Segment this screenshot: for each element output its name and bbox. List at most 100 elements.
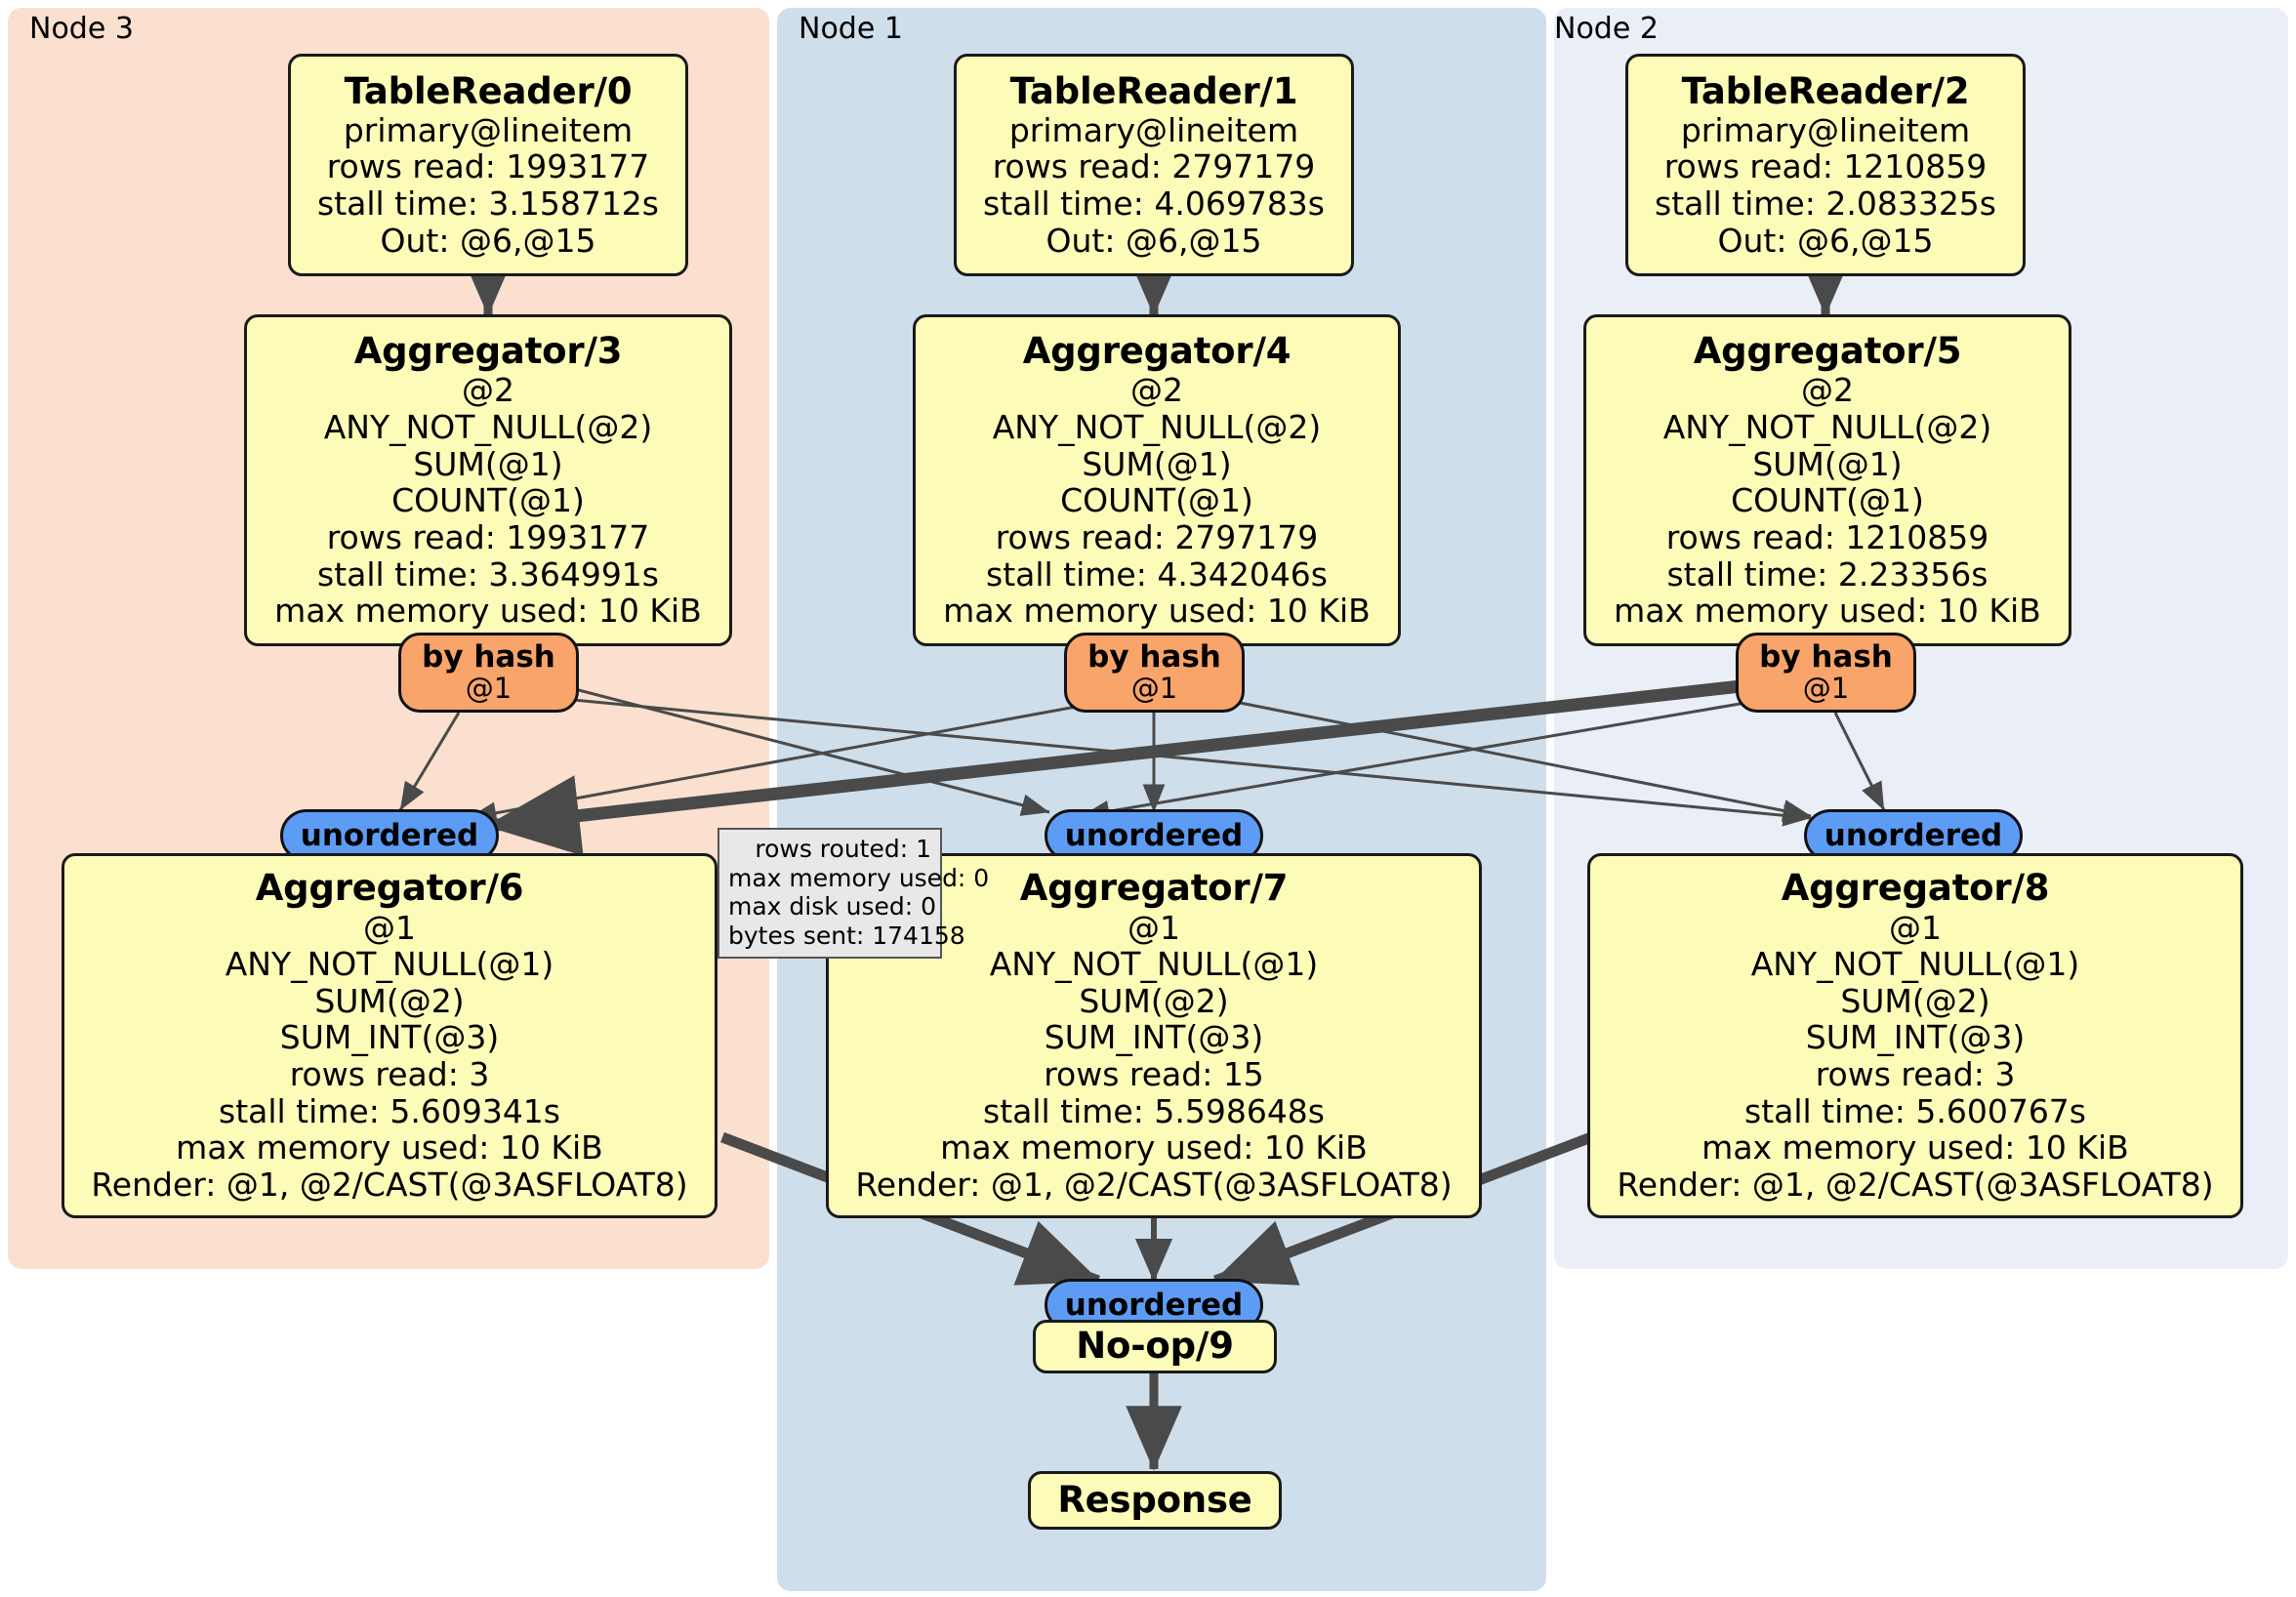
node-line: SUM(@2)	[1840, 981, 1990, 1020]
node-line: stall time: 3.364991s	[317, 554, 659, 594]
node-line: SUM(@2)	[314, 981, 465, 1020]
node-line: Out: @6,@15	[380, 221, 596, 260]
node-response[interactable]: Response	[1028, 1471, 1282, 1530]
node-line: stall time: 3.158712s	[317, 184, 659, 224]
stream-stats-tooltip: rows routed: 1 max memory used: 0 max di…	[718, 828, 990, 959]
node-title: Aggregator/8	[1781, 867, 2050, 910]
node-line: SUM_INT(@3)	[279, 1018, 500, 1057]
node-title: TableReader/2	[1681, 69, 1970, 112]
node-aggregator-3[interactable]: Aggregator/3 @2 ANY_NOT_NULL(@2) SUM(@1)…	[244, 314, 732, 646]
node-line: stall time: 2.083325s	[1655, 184, 1996, 224]
node-line: stall time: 5.609341s	[219, 1091, 560, 1130]
node-noop-9[interactable]: No-op/9	[1033, 1320, 1277, 1373]
node-line: max memory used: 10 KiB	[940, 1128, 1368, 1167]
node-line: rows read: 2797179	[992, 147, 1316, 186]
node-line: COUNT(@1)	[391, 481, 585, 520]
node-title: Aggregator/5	[1693, 330, 1962, 373]
node-line: @2	[462, 371, 514, 410]
node-title: No-op/9	[1076, 1325, 1234, 1368]
node-line: SUM(@2)	[1079, 981, 1229, 1020]
node-tablereader-1[interactable]: TableReader/1 primary@lineitem rows read…	[954, 54, 1354, 276]
node-line: stall time: 5.598648s	[983, 1091, 1325, 1130]
node-line: rows read: 15	[1044, 1055, 1264, 1094]
node-line: @2	[1130, 371, 1183, 410]
node-line: SUM(@1)	[413, 444, 563, 483]
node-tablereader-0[interactable]: TableReader/0 primary@lineitem rows read…	[288, 54, 688, 276]
node-line: SUM(@1)	[1752, 444, 1903, 483]
sync-label: unordered	[1064, 817, 1244, 853]
node-line: @2	[1801, 371, 1854, 410]
node-title: TableReader/0	[344, 69, 633, 112]
cluster-label-node2: Node 2	[1554, 12, 1659, 46]
router-label: by hash	[422, 639, 555, 675]
node-line: stall time: 4.069783s	[983, 184, 1325, 224]
node-line: stall time: 2.23356s	[1666, 554, 1988, 594]
node-line: ANY_NOT_NULL(@1)	[1750, 945, 2080, 984]
node-line: ANY_NOT_NULL(@1)	[225, 945, 554, 984]
node-line: Render: @1, @2/CAST(@3ASFLOAT8)	[855, 1165, 1453, 1204]
node-line: rows read: 3	[1815, 1055, 2016, 1094]
node-line: rows read: 1993177	[326, 147, 650, 186]
node-line: max memory used: 10 KiB	[1702, 1128, 2129, 1167]
sync-label: unordered	[300, 817, 479, 853]
sync-label: unordered	[1824, 817, 2003, 853]
node-line: COUNT(@1)	[1731, 481, 1924, 520]
node-line: primary@lineitem	[1008, 110, 1299, 149]
node-line: @1	[363, 908, 416, 947]
node-line: rows read: 1993177	[326, 517, 650, 556]
node-line: max memory used: 10 KiB	[176, 1128, 603, 1167]
node-title: Aggregator/6	[255, 867, 524, 910]
node-line: rows read: 1210859	[1665, 517, 1989, 556]
node-line: rows read: 1210859	[1663, 147, 1988, 186]
tooltip-line: bytes sent: 174158	[728, 921, 965, 950]
node-aggregator-5[interactable]: Aggregator/5 @2 ANY_NOT_NULL(@2) SUM(@1)…	[1583, 314, 2071, 646]
node-line: ANY_NOT_NULL(@2)	[992, 408, 1322, 447]
tooltip-line: max disk used: 0	[728, 892, 937, 921]
router-column: @1	[1802, 672, 1850, 706]
sync-unordered-right[interactable]: unordered	[1804, 809, 2023, 862]
node-line: stall time: 4.342046s	[986, 554, 1328, 594]
node-line: SUM(@1)	[1082, 444, 1232, 483]
node-line: max memory used: 10 KiB	[274, 592, 702, 631]
router-label: by hash	[1087, 639, 1221, 675]
node-title: Aggregator/3	[353, 330, 623, 373]
node-title: TableReader/1	[1009, 69, 1298, 112]
node-line: SUM_INT(@3)	[1805, 1018, 2026, 1057]
node-line: ANY_NOT_NULL(@2)	[323, 408, 653, 447]
node-line: SUM_INT(@3)	[1044, 1018, 1264, 1057]
node-aggregator-8[interactable]: Aggregator/8 @1 ANY_NOT_NULL(@1) SUM(@2)…	[1587, 853, 2243, 1218]
node-tablereader-2[interactable]: TableReader/2 primary@lineitem rows read…	[1625, 54, 2026, 276]
cluster-label-node3: Node 3	[29, 12, 134, 46]
node-line: max memory used: 10 KiB	[1614, 592, 2041, 631]
node-line: Render: @1, @2/CAST(@3ASFLOAT8)	[1617, 1165, 2214, 1204]
node-title: Aggregator/4	[1022, 330, 1292, 373]
router-by-hash-5[interactable]: by hash @1	[1736, 633, 1916, 713]
router-column: @1	[465, 672, 512, 706]
router-by-hash-3[interactable]: by hash @1	[398, 633, 579, 713]
node-line: rows read: 2797179	[995, 517, 1319, 556]
node-line: primary@lineitem	[343, 110, 634, 149]
node-line: stall time: 5.600767s	[1744, 1091, 2086, 1130]
node-title: Aggregator/7	[1019, 867, 1289, 910]
node-aggregator-4[interactable]: Aggregator/4 @2 ANY_NOT_NULL(@2) SUM(@1)…	[913, 314, 1401, 646]
node-aggregator-6[interactable]: Aggregator/6 @1 ANY_NOT_NULL(@1) SUM(@2)…	[62, 853, 718, 1218]
node-line: Out: @6,@15	[1046, 221, 1262, 260]
node-line: Out: @6,@15	[1717, 221, 1934, 260]
cluster-label-node1: Node 1	[799, 12, 903, 46]
node-line: ANY_NOT_NULL(@1)	[989, 945, 1319, 984]
node-line: COUNT(@1)	[1060, 481, 1253, 520]
node-line: @1	[1889, 908, 1942, 947]
router-by-hash-4[interactable]: by hash @1	[1064, 633, 1245, 713]
node-line: rows read: 3	[289, 1055, 490, 1094]
node-line: @1	[1128, 908, 1180, 947]
node-line: Render: @1, @2/CAST(@3ASFLOAT8)	[91, 1165, 688, 1204]
router-label: by hash	[1759, 639, 1893, 675]
node-line: max memory used: 10 KiB	[943, 592, 1371, 631]
node-line: primary@lineitem	[1680, 110, 1971, 149]
node-line: ANY_NOT_NULL(@2)	[1662, 408, 1992, 447]
tooltip-line: max memory used: 0	[728, 863, 990, 892]
node-title: Response	[1057, 1478, 1252, 1521]
sync-label: unordered	[1064, 1287, 1244, 1323]
router-column: @1	[1130, 672, 1178, 706]
